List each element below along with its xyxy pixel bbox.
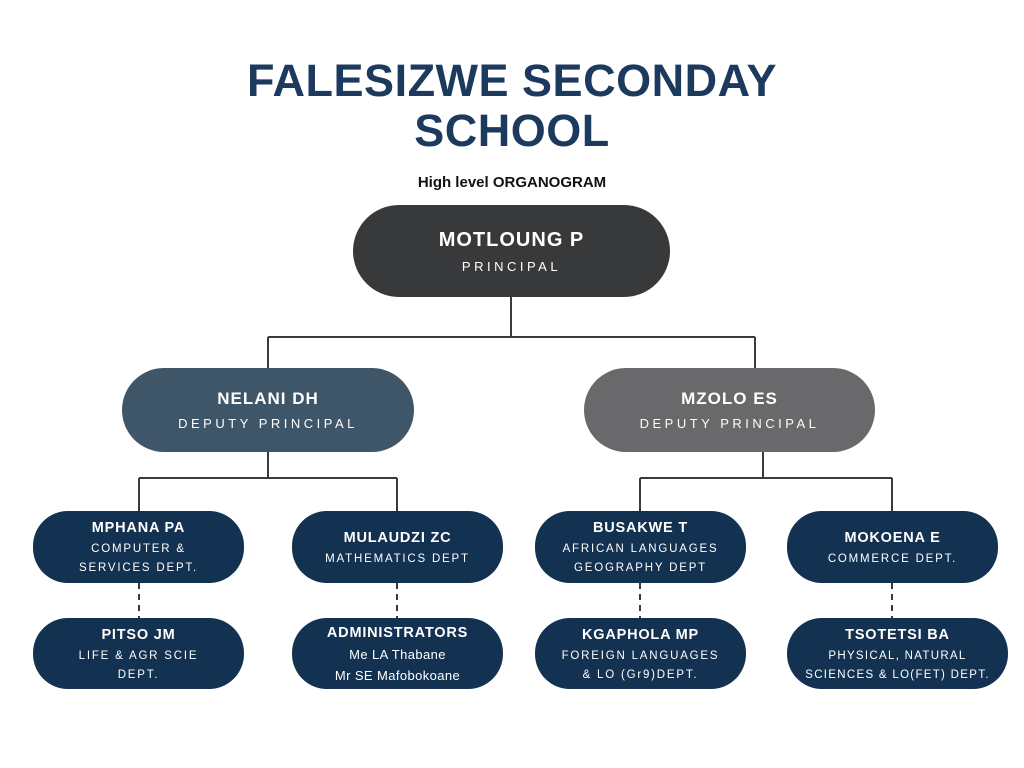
dept-label-line: LIFE & AGR SCIE bbox=[78, 649, 199, 662]
dept-head-name: TSOTETSI BA bbox=[845, 626, 950, 643]
dept-label-line: PHYSICAL, NATURAL bbox=[828, 649, 967, 662]
administrator-name: Me LA Thabane bbox=[349, 646, 446, 662]
dept-label-line: DEPT. bbox=[117, 668, 160, 681]
deputy-left-role: DEPUTY PRINCIPAL bbox=[178, 416, 358, 431]
dept-label-line: FOREIGN LANGUAGES bbox=[561, 649, 720, 662]
dept-head-name: MOKOENA E bbox=[844, 529, 941, 546]
dept-label-line: & LO (Gr9)DEPT. bbox=[582, 668, 699, 681]
node-dept-african-languages-geography: BUSAKWE T AFRICAN LANGUAGES GEOGRAPHY DE… bbox=[535, 511, 746, 583]
dashed-connectors bbox=[138, 583, 893, 618]
node-administrators: ADMINISTRATORS Me LA Thabane Mr SE Mafob… bbox=[292, 618, 503, 689]
node-dept-computer-services: MPHANA PA COMPUTER & SERVICES DEPT. bbox=[33, 511, 244, 583]
node-dept-commerce: MOKOENA E COMMERCE DEPT. bbox=[787, 511, 998, 583]
administrator-name: Mr SE Mafobokoane bbox=[334, 667, 461, 683]
dept-head-name: MULAUDZI ZC bbox=[343, 529, 452, 546]
principal-name: MOTLOUNG P bbox=[438, 228, 585, 251]
dept-label-line: AFRICAN LANGUAGES bbox=[562, 543, 719, 555]
dept-label-line: COMPUTER & bbox=[91, 543, 186, 555]
dept-label-line: GEOGRAPHY DEPT bbox=[574, 562, 707, 574]
dept-head-name: ADMINISTRATORS bbox=[326, 624, 469, 641]
node-dept-life-agr-sciences: PITSO JM LIFE & AGR SCIE DEPT. bbox=[33, 618, 244, 689]
dept-label-line: COMMERCE DEPT. bbox=[827, 552, 958, 565]
page-subtitle: High level ORGANOGRAM bbox=[417, 174, 607, 191]
node-dept-physical-natural-sciences: TSOTETSI BA PHYSICAL, NATURAL SCIENCES &… bbox=[787, 618, 1008, 689]
dept-label-line: SCIENCES & LO(FET) DEPT. bbox=[805, 668, 990, 681]
dept-head-name: BUSAKWE T bbox=[593, 520, 688, 536]
deputy-right-role: DEPUTY PRINCIPAL bbox=[639, 416, 820, 431]
deputy-right-name: MZOLO ES bbox=[681, 389, 778, 408]
node-dept-mathematics: MULAUDZI ZC MATHEMATICS DEPT bbox=[292, 511, 503, 583]
dept-head-name: KGAPHOLA MP bbox=[581, 626, 699, 643]
node-deputy-left: NELANI DH DEPUTY PRINCIPAL bbox=[122, 368, 414, 452]
principal-role: PRINCIPAL bbox=[461, 258, 562, 274]
deputy-left-name: NELANI DH bbox=[217, 389, 319, 408]
page-title: FALESIZWE SECONDAY SCHOOL bbox=[247, 55, 777, 157]
dept-label-line: MATHEMATICS DEPT bbox=[325, 552, 470, 565]
node-principal: MOTLOUNG P PRINCIPAL bbox=[353, 205, 670, 297]
dept-head-name: MPHANA PA bbox=[91, 520, 186, 536]
dept-label-line: SERVICES DEPT. bbox=[79, 562, 198, 574]
node-dept-foreign-languages-lo: KGAPHOLA MP FOREIGN LANGUAGES & LO (Gr9)… bbox=[535, 618, 746, 689]
solid-connectors bbox=[138, 297, 893, 511]
dept-head-name: PITSO JM bbox=[101, 626, 176, 643]
node-deputy-right: MZOLO ES DEPUTY PRINCIPAL bbox=[584, 368, 875, 452]
